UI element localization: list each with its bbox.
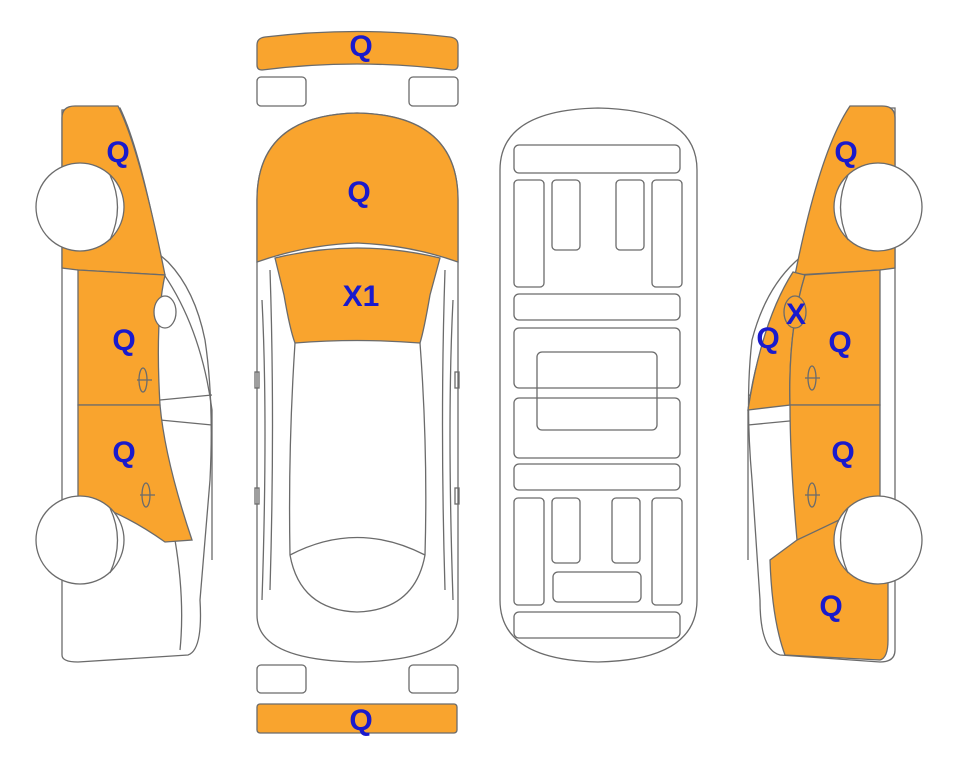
left-front-door-label: Q	[112, 324, 135, 357]
hood-panel[interactable]	[256, 112, 459, 263]
right-taillight	[408, 664, 459, 694]
right-front-wheel	[833, 162, 923, 252]
right-side-view: Q X Q Q Q Q	[747, 105, 923, 663]
interior-view	[499, 107, 698, 663]
rear-bumper-panel[interactable]	[256, 703, 458, 734]
right-rear-door-label: Q	[831, 436, 854, 469]
left-rear-wheel	[35, 495, 125, 585]
right-headlight	[408, 76, 459, 107]
right-front-door-handle	[805, 365, 820, 391]
left-headlight	[256, 76, 307, 107]
right-rear-quarter-label: Q	[819, 590, 842, 623]
windshield-label: X1	[343, 280, 380, 313]
right-mirror-label: X	[786, 298, 806, 331]
front-bumper-label: Q	[349, 30, 372, 63]
right-rear-door-handle	[805, 482, 820, 508]
left-side-view: Q Q Q	[35, 105, 213, 663]
right-front-fender-label: Q	[834, 136, 857, 169]
front-bumper-panel[interactable]	[256, 30, 459, 71]
right-mirror-panel[interactable]	[783, 295, 807, 329]
left-taillight	[256, 664, 307, 694]
left-rear-door-label: Q	[112, 436, 135, 469]
left-front-fender-label: Q	[106, 136, 129, 169]
windshield-panel[interactable]	[274, 247, 441, 344]
right-a-pillar-label: Q	[756, 322, 779, 355]
rear-bumper-label: Q	[349, 704, 372, 737]
left-mirror	[153, 295, 177, 329]
left-front-door-handle	[137, 367, 152, 393]
left-front-wheel	[35, 162, 125, 252]
right-front-door-label: Q	[828, 326, 851, 359]
right-rear-wheel	[833, 495, 923, 585]
top-view: Q Q X1 Q	[254, 30, 460, 737]
hood-label: Q	[347, 176, 370, 209]
left-rear-door-handle	[140, 482, 155, 508]
